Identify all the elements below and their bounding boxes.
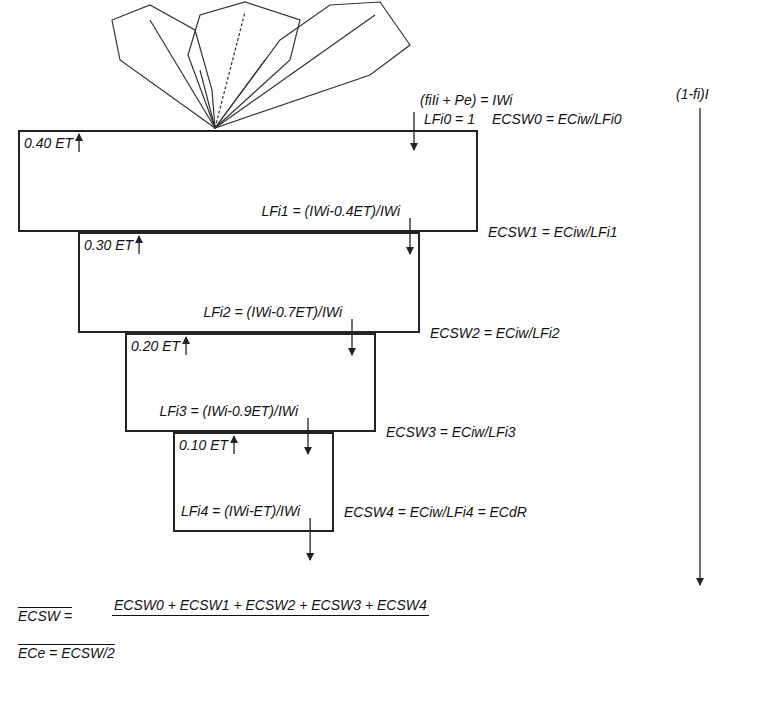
et-arrow [138,236,139,254]
equation-label: ECSW3 = ECiw/LFi3 [386,424,516,441]
et-fraction: 0.30 ET [84,237,133,254]
equation-label: LFi0 = 1 [424,111,475,128]
leaf-vein [150,20,215,128]
et-arrow [185,337,186,355]
drainage-arrow [307,418,308,454]
formula: ECe = ECSW/2 [18,645,115,662]
drainage-arrow [309,518,310,560]
leaf [188,2,300,128]
et-fraction: 0.20 ET [131,338,180,355]
soil-layer-box: 0.30 ET LFi2 = (IWi-0.7ET)/IWi [78,232,420,333]
et-fraction: 0.10 ET [179,437,228,454]
equation-label: (fiIi + Pe) = IWi [420,92,512,109]
leaching-fraction: LFi3 = (IWi-0.9ET)/IWi [159,403,298,420]
soil-layer-box: 0.10 ET LFi4 = (IWi-ET)/IWi [173,432,334,532]
stem [215,60,265,128]
et-fraction: 0.40 ET [24,135,73,152]
equation-label: ECSW1 = ECiw/LFi1 [488,224,618,241]
equation-label: ECSW0 = ECiw/LFi0 [492,111,622,128]
equation-label: (1-fi)I [676,86,709,103]
leaching-fraction: LFi2 = (IWi-0.7ET)/IWi [203,304,342,321]
formula: ECSW0 + ECSW1 + ECSW2 + ECSW3 + ECSW4 [112,597,429,616]
soil-layer-box: 0.40 ET LFi1 = (IWi-0.4ET)/IWi [18,130,478,232]
leaf [215,2,410,128]
drainage-arrow [409,218,410,254]
leaching-fraction: LFi4 = (IWi-ET)/IWi [181,503,300,520]
leaf-vein [215,15,375,128]
leaf [112,5,215,128]
soil-layer-box: 0.20 ET LFi3 = (IWi-0.9ET)/IWi [125,333,376,432]
leaching-fraction: LFi1 = (IWi-0.4ET)/IWi [261,203,400,220]
et-arrow [78,134,79,152]
drainage-arrow [351,319,352,355]
equation-label: ECSW4 = ECiw/LFi4 = ECdR [344,504,527,521]
formula: ECSW = [18,608,72,625]
equation-label: ECSW2 = ECiw/LFi2 [430,325,560,342]
et-arrow [233,436,234,454]
runoff-arrow [699,108,700,585]
stem [200,70,215,128]
